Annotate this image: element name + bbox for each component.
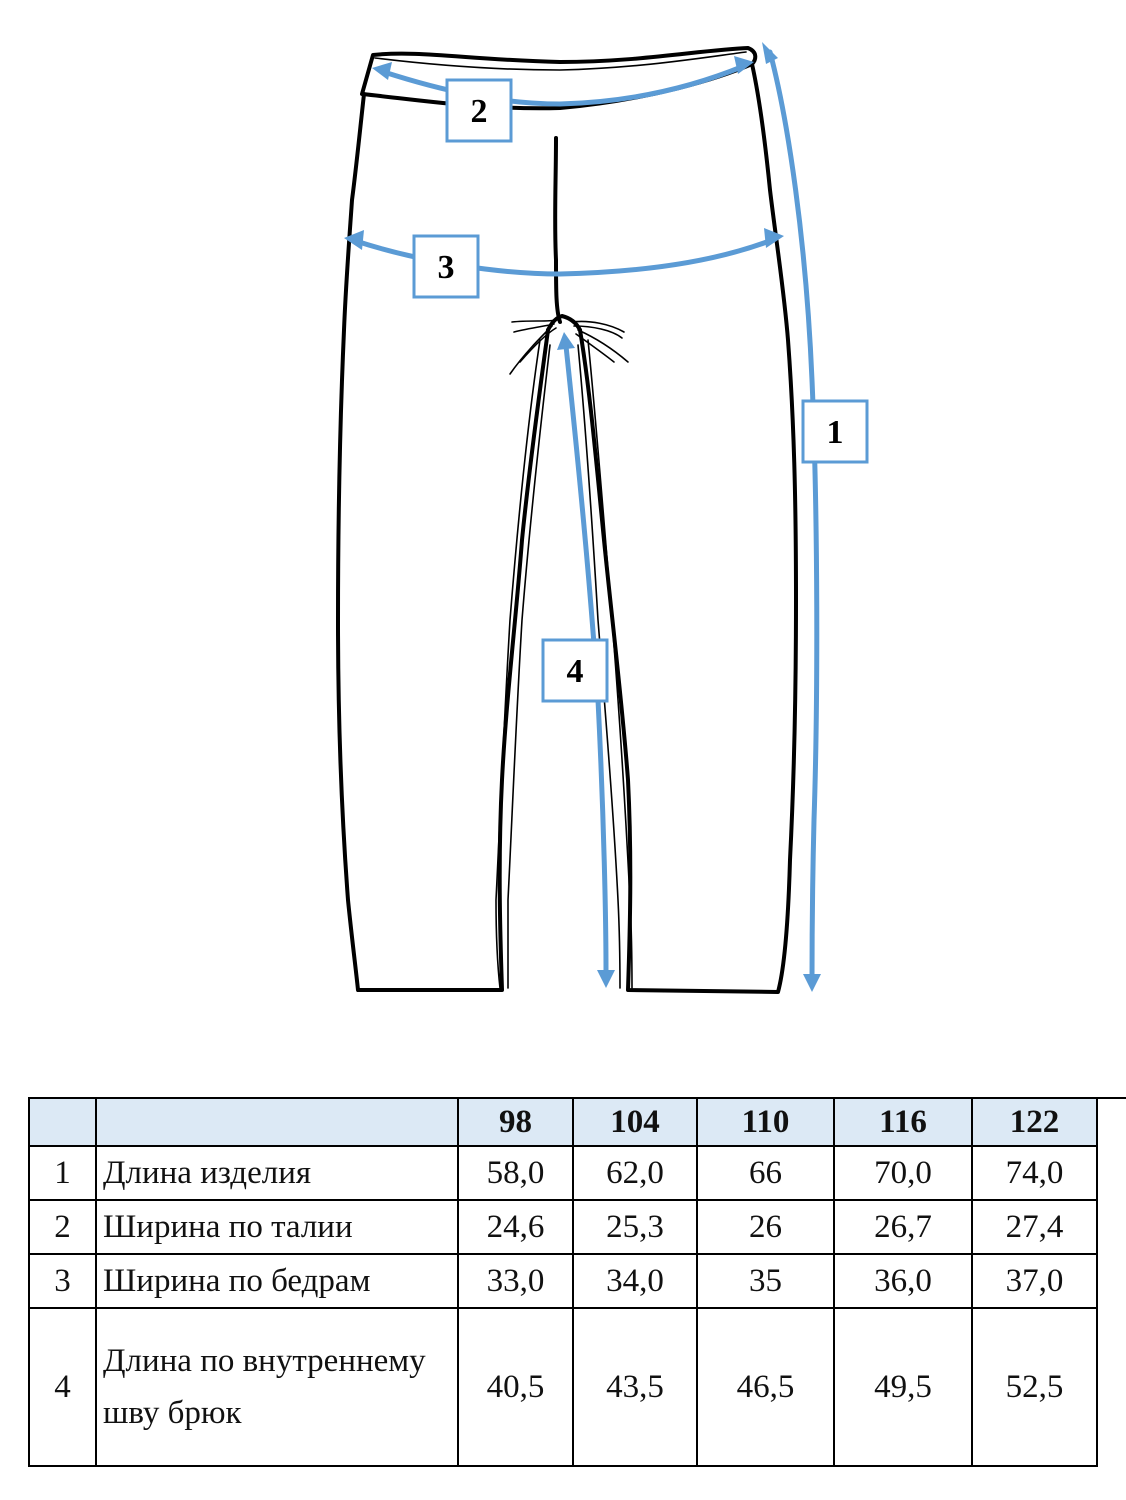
measure-4-label: 4 — [567, 653, 584, 690]
value-cell: 52,5 — [971, 1307, 1098, 1467]
row-number: 2 — [28, 1199, 97, 1255]
value-cell: 27,4 — [971, 1199, 1098, 1255]
value-cell: 37,0 — [971, 1253, 1098, 1309]
size-header: 110 — [696, 1097, 835, 1147]
value-cell: 25,3 — [572, 1199, 698, 1255]
row-number: 4 — [28, 1307, 97, 1467]
row-label: Ширина по бедрам — [95, 1253, 459, 1309]
value-cell: 66 — [696, 1145, 835, 1201]
row-number: 1 — [28, 1145, 97, 1201]
value-cell: 26 — [696, 1199, 835, 1255]
row-number: 3 — [28, 1253, 97, 1309]
size-header: 116 — [833, 1097, 973, 1147]
value-cell: 43,5 — [572, 1307, 698, 1467]
value-cell: 62,0 — [572, 1145, 698, 1201]
size-header: 98 — [457, 1097, 574, 1147]
measure-3-hip-arrow — [344, 228, 784, 277]
measure-1-label-box: 1 — [801, 399, 869, 464]
table-header-row: 98 104 110 116 122 — [28, 1097, 1098, 1147]
measure-1-length-arrow — [762, 42, 821, 992]
value-cell: 34,0 — [572, 1253, 698, 1309]
pants-outline — [336, 46, 798, 994]
table-top-rule — [1096, 1097, 1126, 1099]
size-header: 104 — [572, 1097, 698, 1147]
measure-3-label-box: 3 — [412, 234, 480, 299]
table-row: 4 Длина по внутреннему шву брюк 40,5 43,… — [28, 1307, 1098, 1467]
value-cell: 36,0 — [833, 1253, 973, 1309]
value-cell: 26,7 — [833, 1199, 973, 1255]
value-cell: 24,6 — [457, 1199, 574, 1255]
value-cell: 74,0 — [971, 1145, 1098, 1201]
row-label: Длина изделия — [95, 1145, 459, 1201]
measure-2-waist-arrow — [372, 56, 754, 107]
value-cell: 35 — [696, 1253, 835, 1309]
value-cell: 33,0 — [457, 1253, 574, 1309]
size-chart-table: 98 104 110 116 122 1 Длина изделия 58,0 … — [28, 1097, 1098, 1467]
measure-4-label-box: 4 — [541, 638, 609, 703]
value-cell: 58,0 — [457, 1145, 574, 1201]
header-label-cell — [95, 1097, 459, 1147]
measure-3-label: 3 — [438, 249, 455, 286]
table-row: 3 Ширина по бедрам 33,0 34,0 35 36,0 37,… — [28, 1253, 1098, 1309]
row-label: Длина по внутреннему шву брюк — [95, 1307, 459, 1467]
header-num-cell — [28, 1097, 97, 1147]
value-cell: 49,5 — [833, 1307, 973, 1467]
table-row: 1 Длина изделия 58,0 62,0 66 70,0 74,0 — [28, 1145, 1098, 1201]
value-cell: 70,0 — [833, 1145, 973, 1201]
measure-2-label: 2 — [471, 93, 488, 130]
row-label: Ширина по талии — [95, 1199, 459, 1255]
pants-measurement-diagram: 1 2 3 4 — [336, 42, 869, 994]
value-cell: 46,5 — [696, 1307, 835, 1467]
table-row: 2 Ширина по талии 24,6 25,3 26 26,7 27,4 — [28, 1199, 1098, 1255]
measure-1-label: 1 — [827, 414, 844, 451]
value-cell: 40,5 — [457, 1307, 574, 1467]
size-header: 122 — [971, 1097, 1098, 1147]
measure-2-label-box: 2 — [445, 78, 513, 143]
